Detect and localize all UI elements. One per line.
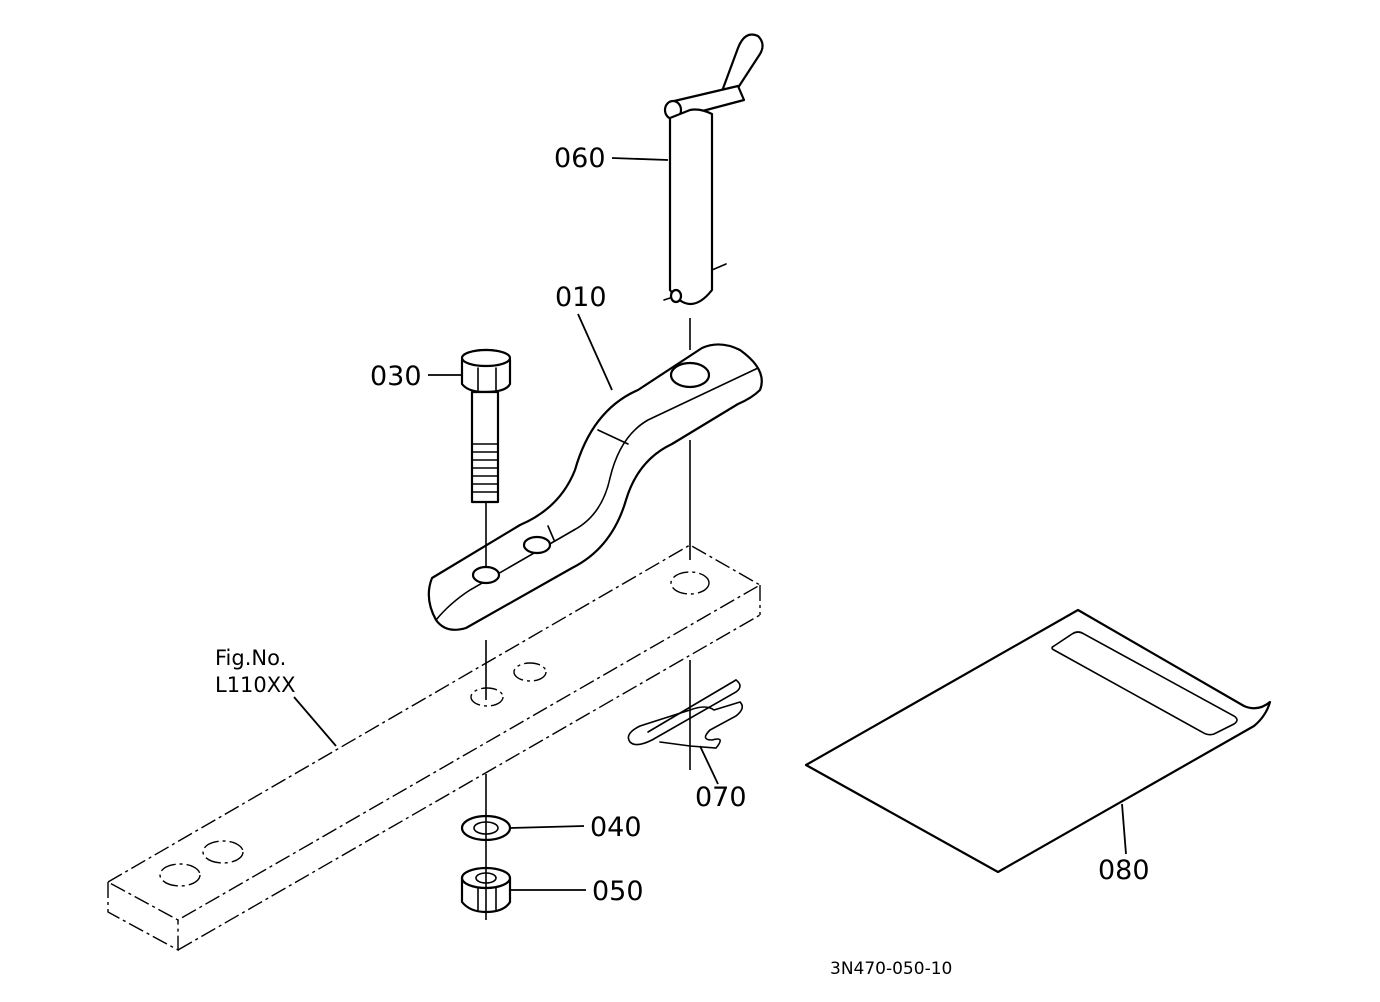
- decal-080: [804, 608, 1272, 874]
- fig-ref-label: Fig.No.: [215, 646, 286, 670]
- hitch-pin-060: [663, 33, 764, 306]
- callout-070: 070: [695, 782, 747, 813]
- drawbar-phantom: [107, 544, 762, 952]
- fig-ref-number: L110XX: [215, 673, 296, 697]
- bracket-010: [427, 343, 763, 631]
- cotter-pin-070: [627, 679, 744, 749]
- callout-010: 010: [555, 282, 607, 313]
- callout-060: 060: [554, 143, 606, 174]
- drawing-code: 3N470-050-10: [830, 959, 952, 979]
- bolt-030: [460, 348, 512, 504]
- callout-040: 040: [590, 812, 642, 843]
- center-lines: [485, 318, 691, 920]
- leader-lines: [293, 157, 1127, 891]
- callout-030: 030: [370, 361, 422, 392]
- callout-050: 050: [592, 876, 644, 907]
- callout-080: 080: [1098, 855, 1150, 886]
